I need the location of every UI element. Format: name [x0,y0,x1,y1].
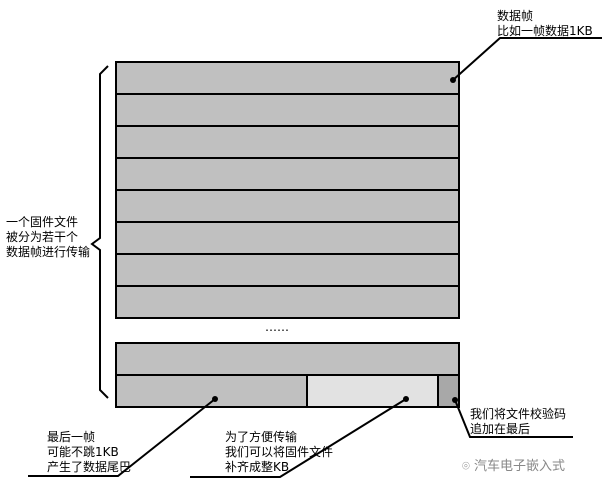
leader-padding [190,398,407,478]
padding-block [306,374,439,408]
brace [90,65,109,399]
checksum-line: 追加在最后 [470,422,531,436]
leader-last [28,398,216,477]
wechat-icon: ⌾ [462,459,474,474]
ellipsis: …… [265,320,289,334]
data-frame [115,189,460,223]
last-frame-label: 最后一帧 可能不跳1KB 产生了数据尾巴 [47,430,131,475]
padding-line: 我们可以将固件文件 [225,445,334,459]
padding-line: 补齐成整KB [225,460,290,474]
watermark-text: 汽车电子嵌入式 [473,459,565,474]
split-label-line: 数据帧进行传输 [6,245,91,259]
last-full-frame [115,342,460,376]
frame-label-line: 比如一帧数据1KB [497,24,593,38]
leader-dot [450,77,456,83]
checksum-line: 我们将文件校验码 [470,407,567,421]
leader-dot [403,396,409,402]
split-label-line: 被分为若干个 [6,230,79,244]
data-frame [115,61,460,95]
frame-rows [115,61,460,319]
leader-frame [452,37,602,81]
watermark: ⌾ 汽车电子嵌入式 [462,455,565,474]
padding-label: 为了方便传输 我们可以将固件文件 补齐成整KB [225,430,333,475]
leader-checksum [454,399,573,438]
data-frame [115,253,460,287]
data-frame [115,125,460,159]
data-frame [115,157,460,191]
padding-line: 为了方便传输 [225,430,298,444]
data-frame [115,221,460,255]
last-frame-line: 产生了数据尾巴 [47,460,132,474]
split-label-line: 一个固件文件 [6,215,79,229]
leader-dot [452,397,458,403]
last-frame-line: 可能不跳1KB [47,445,119,459]
leader-dot [212,396,218,402]
split-label: 一个固件文件 被分为若干个 数据帧进行传输 [6,215,90,260]
checksum-label: 我们将文件校验码 追加在最后 [470,407,566,437]
frame-label-line: 数据帧 [497,9,534,23]
data-frame [115,285,460,319]
data-frame [115,93,460,127]
last-frame-line: 最后一帧 [47,430,96,444]
frame-label: 数据帧 比如一帧数据1KB [497,9,593,39]
